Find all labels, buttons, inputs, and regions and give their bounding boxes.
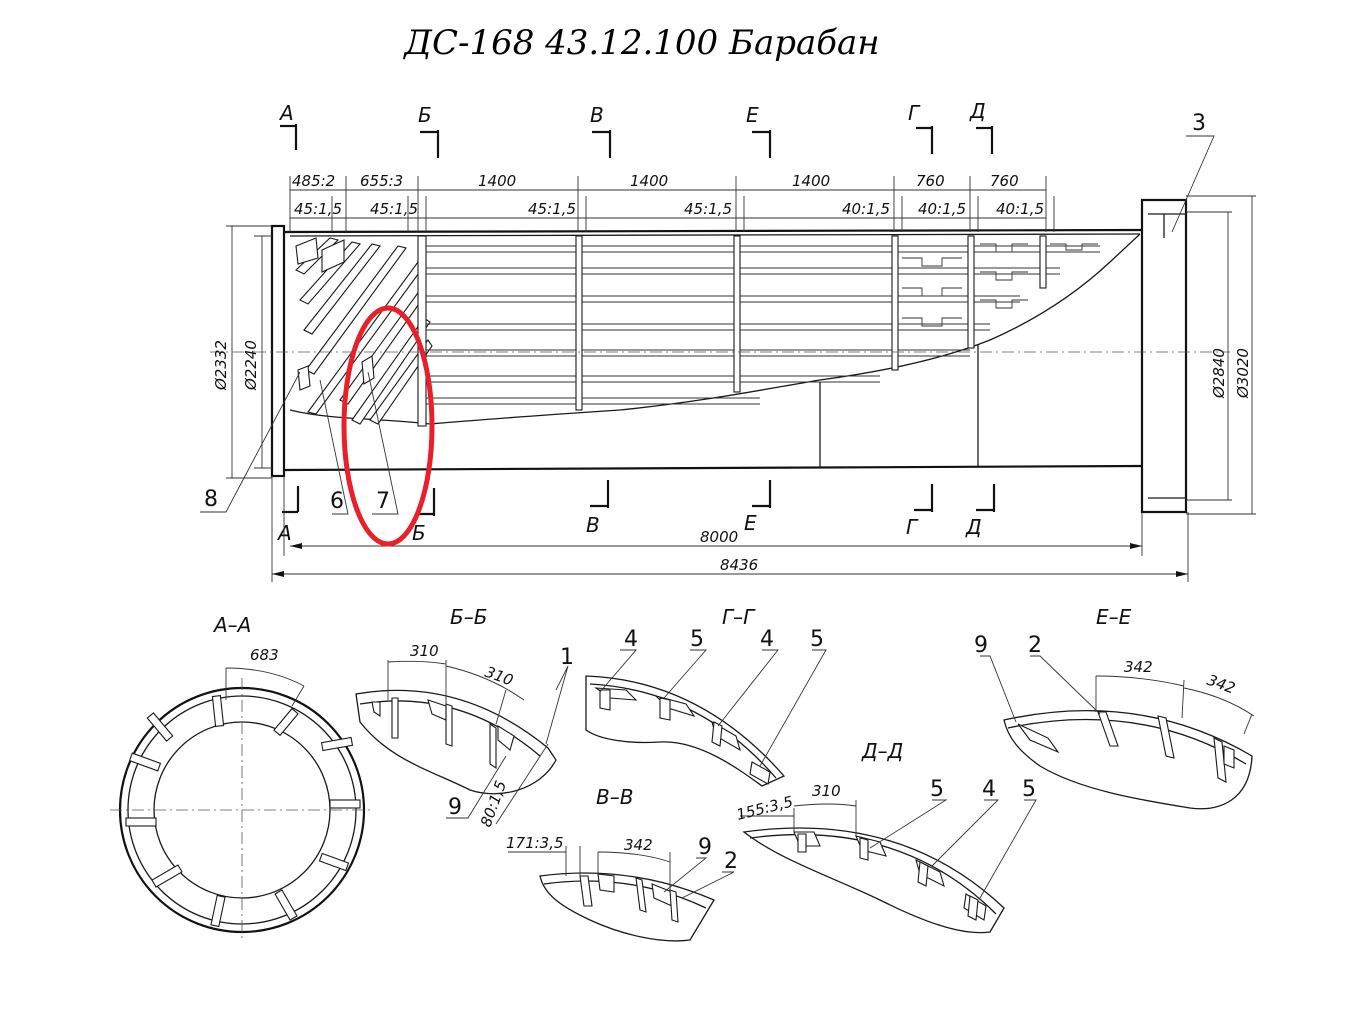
dim-top-1: 485:2 — [292, 172, 335, 190]
dia-3020: Ø3020 — [1234, 348, 1252, 399]
section-bb-title: Б–Б — [450, 605, 487, 629]
dim-step-3: 45:1,5 — [528, 200, 576, 218]
drawing-title: ДС-168 43.12.100 Барабан — [402, 23, 879, 63]
highlight-ellipse — [341, 305, 435, 547]
drum-side-view — [210, 198, 1230, 514]
dim-step-7: 40:1,5 — [996, 200, 1044, 218]
left-flange — [270, 224, 286, 478]
part-6-label: 6 — [330, 489, 344, 514]
part-3-label: 3 — [1192, 111, 1206, 136]
section-letter-g-top: Г — [908, 101, 921, 125]
dim-top-4: 1400 — [630, 172, 668, 190]
section-letter-a-top: А — [278, 101, 294, 125]
part-4-label-gg-b: 4 — [760, 627, 774, 652]
section-letter-g-bottom: Г — [906, 515, 919, 539]
section-markers-top: А Б В Е Г Д — [278, 99, 994, 158]
lifting-shelves — [417, 235, 1100, 427]
dim-step-5: 40:1,5 — [842, 200, 890, 218]
part-9-label-vv: 9 — [698, 835, 712, 860]
dim-top-2: 655:3 — [360, 172, 403, 190]
section-vv: В–В 171:3,5 342 9 2 — [506, 785, 738, 942]
section-letter-d-top: Д — [969, 99, 986, 123]
dim-step-6: 40:1,5 — [918, 200, 966, 218]
section-bb: Б–Б 310 310 80:1,5 9 1 — [355, 605, 574, 829]
part-1-label: 1 — [560, 645, 574, 670]
part-4-label-dd: 4 — [982, 777, 996, 802]
section-letter-e-bottom: Е — [744, 511, 757, 535]
drum-top-edge — [283, 228, 1143, 234]
section-aa: А–А 683 — [110, 613, 374, 942]
dia-2240: Ø2240 — [242, 340, 260, 391]
dim-top-3: 1400 — [478, 172, 516, 190]
section-gg: Г–Г 4 5 4 5 — [585, 605, 827, 787]
section-gg-title: Г–Г — [722, 605, 756, 629]
part-4-label-gg-a: 4 — [624, 627, 638, 652]
inlet-blades — [295, 237, 433, 425]
section-bb-dim-310b: 310 — [483, 663, 516, 690]
section-vv-dim-342: 342 — [624, 836, 653, 854]
top-dimensions: 485:2 655:3 1400 1400 1400 760 760 45:1,… — [289, 172, 1055, 232]
section-bb-dim-80: 80:1,5 — [477, 778, 510, 829]
section-letter-d-bottom: Д — [965, 515, 982, 539]
dia-2332: Ø2332 — [212, 340, 230, 391]
section-letter-e-top: Е — [746, 103, 759, 127]
dim-length-8436: 8436 — [720, 556, 758, 574]
part-5-label-gg-a: 5 — [690, 627, 704, 652]
dim-step-4: 45:1,5 — [684, 200, 732, 218]
part-5-label-gg-b: 5 — [810, 627, 824, 652]
section-ee-title: Е–Е — [1096, 605, 1132, 629]
section-letter-b-bottom: Б — [412, 521, 426, 545]
section-dd: Д–Д 155:3,5 310 5 4 5 — [735, 739, 1037, 934]
part-2-label-vv: 2 — [724, 849, 738, 874]
part-5-label-dd-b: 5 — [1022, 777, 1036, 802]
part-7-label: 7 — [376, 489, 390, 514]
dim-top-7: 760 — [990, 172, 1019, 190]
right-tyre — [1140, 198, 1188, 514]
part-9-label-bb: 9 — [448, 795, 462, 820]
section-ee: Е–Е 342 342 9 2 — [974, 605, 1255, 810]
dim-step-2: 45:1,5 — [370, 200, 418, 218]
dim-step-1: 45:1,5 — [294, 200, 342, 218]
section-letter-v-bottom: В — [586, 513, 600, 537]
dim-length-8000: 8000 — [700, 528, 738, 546]
section-ee-dim-342b: 342 — [1205, 671, 1238, 698]
section-bb-dim-310a: 310 — [410, 642, 439, 660]
section-aa-title: А–А — [212, 613, 251, 637]
section-ee-dim-342a: 342 — [1124, 658, 1153, 676]
section-letter-v-top: В — [590, 103, 604, 127]
part-5-label-dd-a: 5 — [930, 777, 944, 802]
section-dd-title: Д–Д — [861, 739, 903, 763]
diameter-dimensions: Ø2332 Ø2240 Ø2840 Ø3020 — [212, 195, 1256, 515]
section-dd-dim-310: 310 — [812, 782, 841, 800]
section-vv-title: В–В — [596, 785, 633, 809]
section-aa-dim-683: 683 — [250, 646, 279, 664]
drum-bottom-edge — [283, 464, 1143, 472]
section-vv-dim-171: 171:3,5 — [506, 834, 564, 852]
dim-top-6: 760 — [916, 172, 945, 190]
part-8-label: 8 — [204, 487, 218, 512]
length-dimensions: 8000 8436 — [271, 476, 1189, 582]
section-letter-b-top: Б — [418, 103, 432, 127]
dim-top-5: 1400 — [792, 172, 830, 190]
part-2-label-ee: 2 — [1028, 633, 1042, 658]
part-9-label-ee: 9 — [974, 633, 988, 658]
section-markers-bottom: А Б В Е Г Д — [276, 480, 996, 545]
part-callouts-main: 3 8 6 7 — [200, 111, 1215, 515]
dia-2840: Ø2840 — [1210, 348, 1228, 399]
section-dd-dim-155: 155:3,5 — [735, 792, 795, 823]
